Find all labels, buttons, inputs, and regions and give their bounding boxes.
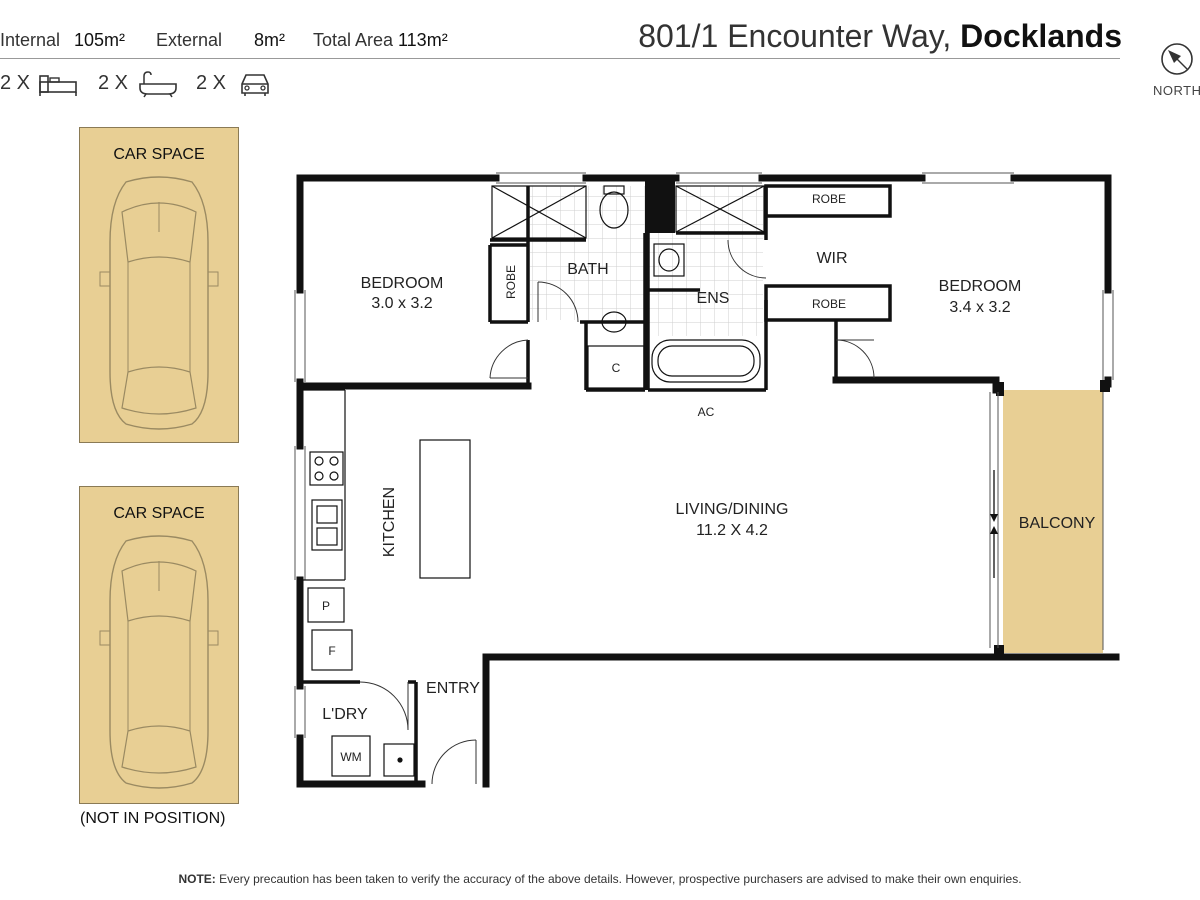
- ac-label: AC: [698, 405, 715, 419]
- bedroom2-label: BEDROOM: [939, 278, 1022, 295]
- total-value-text: 113m²: [398, 30, 448, 50]
- bedroom1-size: 3.0 x 3.2: [371, 295, 432, 312]
- ens-label: ENS: [697, 290, 730, 307]
- robe-top-label: ROBE: [812, 192, 846, 206]
- car-space-bottom-label: CAR SPACE: [113, 505, 205, 522]
- internal-value-text: 105m²: [74, 30, 126, 50]
- cars-count: 2 X: [196, 72, 227, 94]
- north-compass-icon: [1161, 43, 1193, 75]
- header-divider: [0, 58, 1120, 59]
- cupboard-label: C: [612, 361, 621, 375]
- car-space-bottom: CAR SPACE: [79, 486, 239, 804]
- address: 801/1 Encounter Way, Docklands: [638, 18, 1122, 55]
- car-space-top: CAR SPACE: [79, 127, 239, 443]
- bath-label: BATH: [567, 261, 608, 278]
- external-value: 8m²: [254, 30, 285, 51]
- not-in-position-note: (NOT IN POSITION): [80, 810, 226, 827]
- kitchen-label: KITCHEN: [381, 487, 398, 557]
- car-outline-icon: [99, 176, 219, 430]
- bedroom1-label: BEDROOM: [361, 275, 444, 292]
- bed-icon: [39, 75, 77, 96]
- note-text: Every precaution has been taken to verif…: [215, 872, 1022, 886]
- pantry-label: P: [322, 599, 330, 613]
- internal-value: 105m²: [74, 30, 125, 51]
- note-label: NOTE:: [178, 872, 216, 886]
- living-size: 11.2 X 4.2: [696, 522, 768, 539]
- balcony-area: [1003, 390, 1103, 653]
- north-label: NORTH: [1153, 83, 1200, 98]
- wm-label: WM: [340, 750, 361, 764]
- internal-area: Internal: [0, 30, 60, 51]
- external-value-text: 8m²: [254, 30, 285, 50]
- beds-count: 2 X: [0, 72, 31, 94]
- car-outline-icon: [99, 535, 219, 789]
- balcony-label: BALCONY: [1019, 515, 1096, 532]
- address-street: 801/1 Encounter Way,: [638, 18, 961, 54]
- living-label: LIVING/DINING: [676, 501, 789, 518]
- robe-left-label: ROBE: [504, 265, 518, 299]
- bedroom2-size: 3.4 x 3.2: [949, 299, 1010, 316]
- bathtub-icon: [139, 71, 177, 98]
- wir-label: WIR: [816, 250, 847, 267]
- total-label: Total Area: [313, 30, 394, 50]
- external-label: External: [156, 30, 223, 50]
- internal-label: Internal: [0, 30, 61, 50]
- address-suburb: Docklands: [960, 18, 1122, 54]
- car-icon: [241, 74, 269, 96]
- baths-count: 2 X: [98, 72, 129, 94]
- fridge-label: F: [328, 644, 335, 658]
- entry-label: ENTRY: [426, 680, 480, 697]
- disclaimer-note: NOTE: Every precaution has been taken to…: [0, 872, 1200, 886]
- robe-bottom-label: ROBE: [812, 297, 846, 311]
- bath-tiles: [530, 186, 645, 320]
- total-value: 113m²: [398, 30, 448, 51]
- laundry-label: L'DRY: [322, 706, 368, 723]
- car-space-top-label: CAR SPACE: [113, 146, 205, 163]
